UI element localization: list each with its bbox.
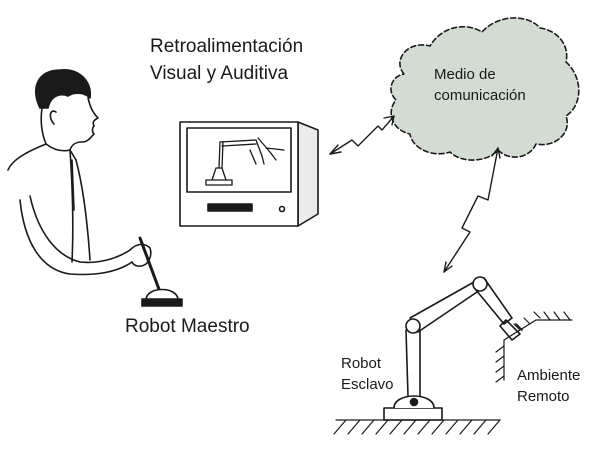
monitor-keyboard-slot: [207, 203, 253, 212]
communication-medium-label: Medio de comunicación: [434, 64, 526, 106]
remote-wall: [495, 311, 573, 383]
remote-environment-line2: Remoto: [517, 388, 570, 405]
monitor-power-button: [278, 205, 286, 213]
joystick-base: [141, 298, 183, 307]
operator-ear: [49, 110, 57, 125]
feedback-label-line2: Visual y Auditiva: [150, 63, 289, 84]
monitor-cloud-link: [329, 115, 395, 155]
ground-hatch: [333, 419, 501, 435]
operator-face: [69, 97, 99, 151]
remote-environment-line1: Ambiente: [517, 367, 581, 384]
operator-torso: [7, 143, 91, 263]
slave-base: [383, 407, 443, 421]
operator-tie: [71, 159, 75, 211]
operator-figure: [7, 69, 152, 276]
monitor-screen: [186, 127, 292, 193]
operator-hair: [35, 69, 91, 109]
feedback-label: Retroalimentación Visual y Auditiva: [150, 33, 303, 87]
operator-hand: [129, 243, 152, 267]
slave-robot: [383, 276, 523, 421]
screen-robot-arm: [205, 137, 285, 186]
operator-neck: [40, 107, 47, 145]
master-joystick: [138, 236, 183, 307]
cloud-slave-link: [443, 147, 501, 273]
slave-gripper: [499, 319, 523, 341]
communication-medium-line1: Medio de: [434, 66, 496, 83]
slave-robot-label: Robot Esclavo: [341, 353, 394, 395]
slave-robot-line1: Robot: [341, 355, 382, 372]
master-robot-label: Robot Maestro: [125, 316, 250, 337]
slave-column: [405, 329, 421, 397]
monitor-side: [297, 121, 319, 227]
communication-medium-line2: comunicación: [434, 87, 526, 104]
slave-shoulder-joint: [405, 318, 421, 334]
remote-environment-label: Ambiente Remoto: [517, 365, 580, 407]
operator-arm: [19, 195, 133, 276]
communication-cloud: [390, 17, 580, 161]
slave-elbow-joint: [472, 276, 488, 292]
slave-robot-line2: Esclavo: [341, 376, 394, 393]
monitor: [179, 121, 319, 227]
feedback-label-line1: Retroalimentación: [150, 36, 304, 57]
slave-base-joint: [409, 397, 419, 407]
joystick-stick: [138, 236, 162, 294]
